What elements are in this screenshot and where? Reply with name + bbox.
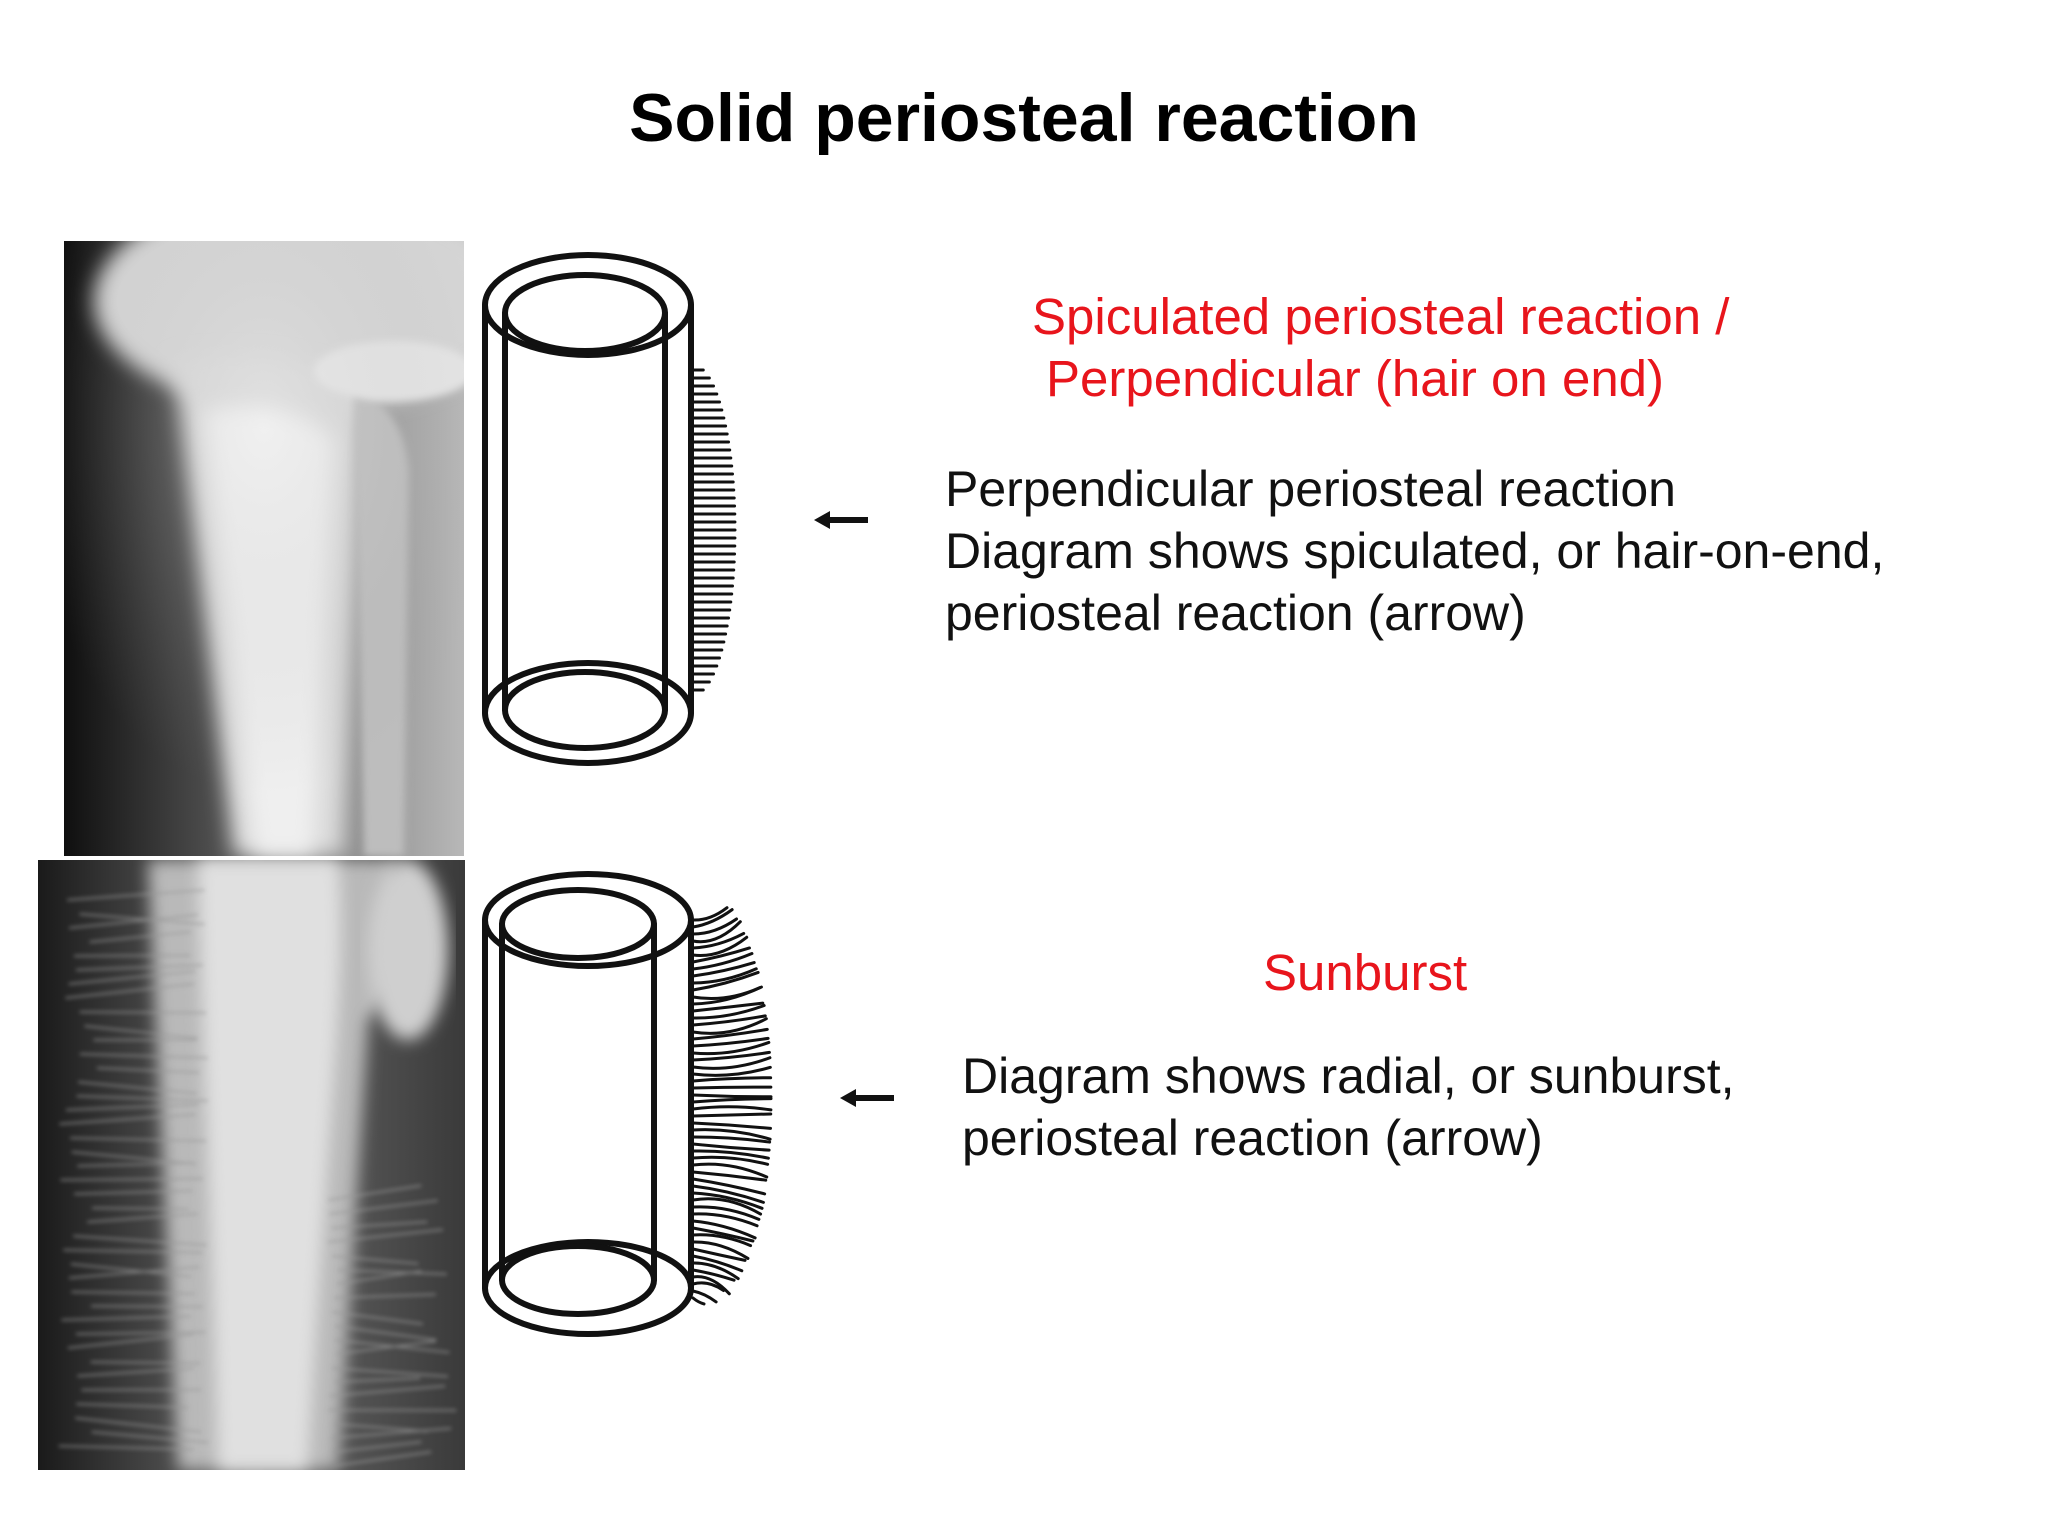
slide-title: Solid periosteal reaction (629, 80, 1419, 156)
outer-cylinder-bottom (482, 1239, 694, 1337)
heading-line: Spiculated periosteal reaction / (1032, 288, 1730, 345)
outer-cylinder-bottom (482, 660, 694, 766)
description-line: Diagram shows radial, or sunburst, (962, 1048, 1735, 1104)
description-sunburst: Diagram shows radial, or sunburst, perio… (962, 1045, 1735, 1169)
description-line: Diagram shows spiculated, or hair-on-end… (945, 523, 1885, 579)
description-perpendicular: Perpendicular periosteal reaction Diagra… (945, 458, 1884, 644)
xray-image-perpendicular (64, 241, 464, 856)
bone-diagram-perpendicular (475, 250, 875, 780)
inner-cylinder-top (502, 272, 668, 354)
arrow-left-icon (812, 505, 872, 535)
heading-line: Sunburst (1263, 944, 1468, 1001)
inner-cylinder-bottom (502, 669, 668, 751)
heading-perpendicular: Spiculated periosteal reaction / Perpend… (1032, 286, 1729, 410)
inner-cylinder-bottom (499, 1243, 657, 1317)
heading-line: Perpendicular (hair on end) (1046, 350, 1665, 407)
sunburst-spicules (691, 906, 773, 1306)
description-line: periosteal reaction (arrow) (962, 1110, 1543, 1166)
xray-image-sunburst (38, 860, 465, 1470)
perpendicular-spicules (691, 368, 737, 692)
arrow-left-icon (838, 1083, 898, 1113)
description-line: periosteal reaction (arrow) (945, 585, 1526, 641)
heading-sunburst: Sunburst (1263, 942, 1467, 1004)
bone-diagram-sunburst (475, 870, 875, 1350)
description-line: Perpendicular periosteal reaction (945, 461, 1676, 517)
inner-cylinder-top (499, 887, 657, 961)
